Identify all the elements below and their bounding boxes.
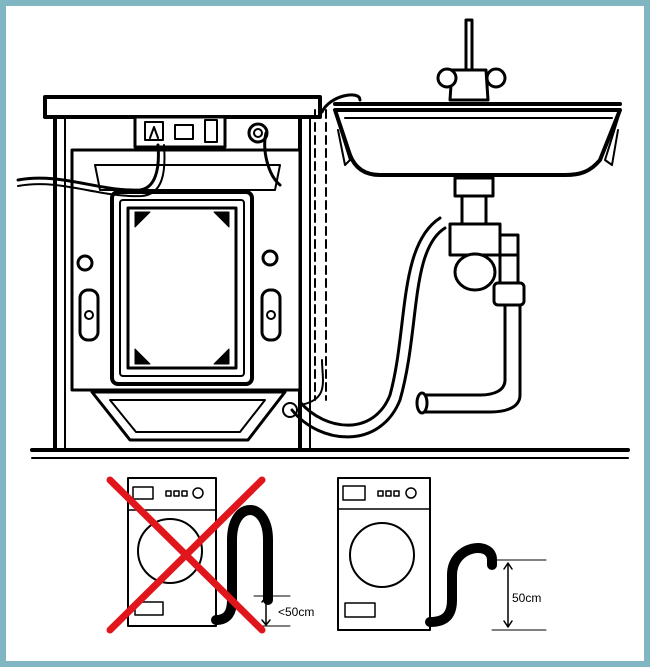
sink <box>333 102 622 177</box>
installation-diagram: <50cm 50cm <box>16 18 630 634</box>
floor-line <box>30 448 630 459</box>
faucet-icon <box>436 18 507 102</box>
wrong-installation-example <box>127 477 291 627</box>
sink-trap-icon <box>415 176 526 415</box>
correct-installation-example <box>337 477 547 631</box>
inlet-hose <box>16 143 166 198</box>
red-cross-icon <box>106 476 266 634</box>
bad-height-label: <50cm <box>278 605 314 619</box>
good-height-label: 50cm <box>512 591 541 605</box>
washing-machine <box>70 115 302 442</box>
drain-hose <box>263 93 447 439</box>
